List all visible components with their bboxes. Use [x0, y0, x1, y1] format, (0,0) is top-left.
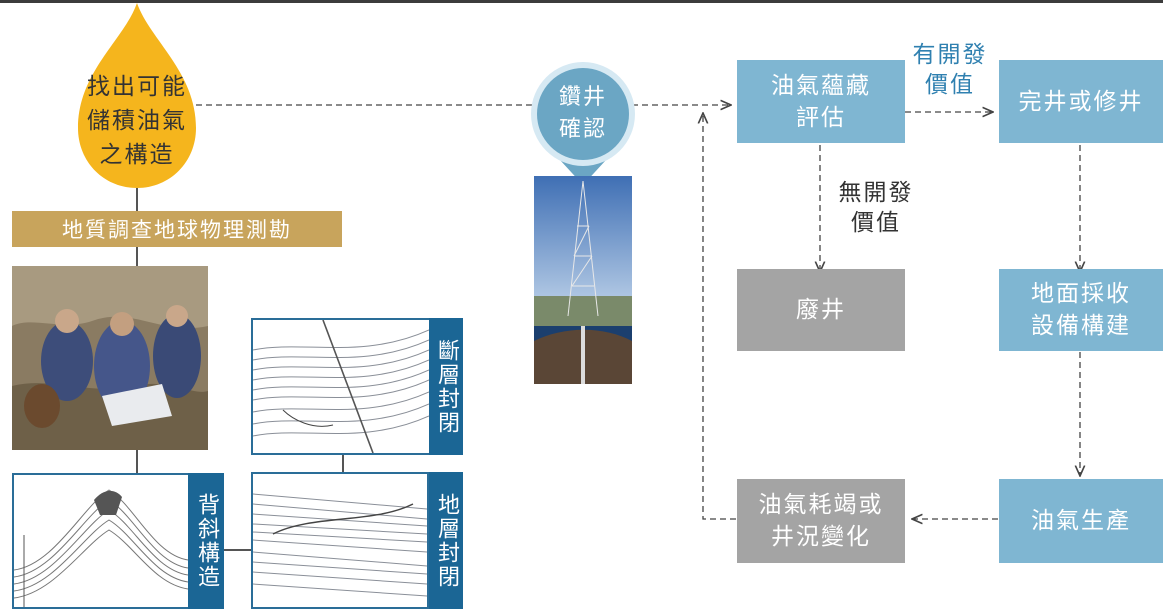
- box-depletion: 油氣耗竭或 井況變化: [737, 479, 905, 563]
- drill-pin-tip: [560, 160, 606, 185]
- box-abandon-well: 廢井: [737, 269, 905, 351]
- drilling-rig-photo: [534, 176, 632, 384]
- production-label: 油氣生產: [1031, 508, 1131, 534]
- label-valuable: 有開發 價值: [898, 40, 1002, 100]
- drop-line-3: 之構造: [99, 142, 175, 168]
- label-not-valuable: 無開發 價值: [824, 178, 928, 238]
- facility-line-1: 地面採收: [1031, 281, 1131, 307]
- drill-line-2: 確認: [558, 117, 607, 142]
- depletion-line-2: 井況變化: [771, 524, 871, 550]
- drill-circle: [537, 68, 629, 160]
- strata-sketch: [251, 472, 429, 609]
- complete-label: 完井或修井: [1018, 88, 1144, 115]
- strata-label: 地層封閉: [429, 472, 463, 609]
- strata-label-text: 地層封閉: [434, 492, 459, 589]
- facility-line-2: 設備構建: [1031, 313, 1131, 339]
- valuable-line-2: 價值: [925, 72, 975, 98]
- oil-drop-shape: [78, 3, 196, 188]
- drop-line-1: 找出可能: [87, 74, 187, 100]
- not-valuable-line-2: 價值: [851, 210, 901, 236]
- field-survey-photo: [12, 266, 208, 450]
- valuable-line-1: 有開發: [912, 42, 988, 68]
- box-production: 油氣生產: [999, 479, 1163, 563]
- box-surface-facility: 地面採收 設備構建: [999, 269, 1163, 351]
- fault-label: 斷層封閉: [429, 318, 463, 455]
- abandon-label: 廢井: [796, 297, 846, 323]
- drill-line-1: 鑽井: [558, 85, 607, 110]
- drill-text: 鑽井 確認: [537, 82, 629, 146]
- assess-line-1: 油氣蘊藏: [771, 72, 871, 99]
- connector-depletion-loop: [703, 113, 736, 520]
- drop-text: 找出可能 儲積油氣 之構造: [78, 70, 196, 172]
- anticline-label: 背斜構造: [188, 473, 224, 609]
- survey-bar: 地質調查地球物理測勘: [12, 211, 342, 247]
- box-reserve-assessment: 油氣蘊藏 評估: [737, 60, 905, 143]
- anticline-label-text: 背斜構造: [194, 493, 219, 589]
- survey-bar-label: 地質調查地球物理測勘: [62, 218, 292, 242]
- fault-sketch: [251, 318, 431, 455]
- assess-line-2: 評估: [796, 104, 846, 131]
- drop-line-2: 儲積油氣: [87, 108, 187, 134]
- depletion-line-1: 油氣耗竭或: [758, 492, 884, 518]
- fault-label-text: 斷層封閉: [434, 338, 459, 435]
- top-rule: [0, 0, 1163, 3]
- box-well-completion: 完井或修井: [999, 60, 1163, 143]
- anticline-sketch: [12, 473, 190, 609]
- not-valuable-line-1: 無開發: [838, 180, 914, 206]
